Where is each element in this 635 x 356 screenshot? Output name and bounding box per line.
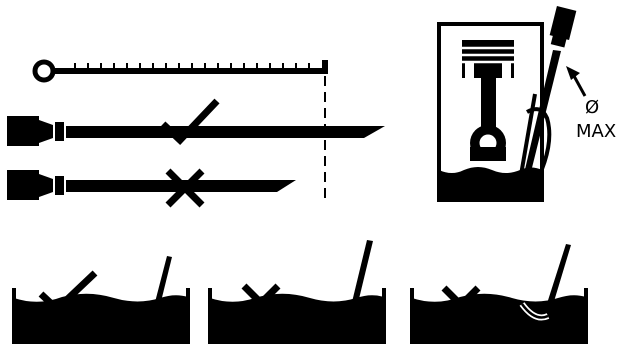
diameter-label: Ø <box>585 97 599 118</box>
oil-level-too-high <box>410 244 588 344</box>
dipstick-blade <box>66 126 385 138</box>
dipstick-band <box>55 122 64 141</box>
dipstick-in-oil <box>345 240 373 332</box>
tape-ticks <box>74 63 310 70</box>
engine-dipstick-panel: Ø MAX <box>437 6 616 202</box>
connecting-rod <box>481 70 496 134</box>
cross-icon <box>241 283 281 323</box>
piston-icon <box>462 40 514 161</box>
max-label: MAX <box>576 121 616 142</box>
oil-level-correct <box>12 256 190 344</box>
dipstick-in-oil <box>543 244 571 318</box>
tape-ring-icon <box>32 59 56 83</box>
max-pointer-arrow <box>566 66 587 97</box>
dipstick-tip-curve-outline <box>520 303 549 319</box>
oil-fill <box>14 293 188 342</box>
dipstick-grip <box>549 6 577 40</box>
check-icon <box>160 98 220 145</box>
tape-end-cap <box>322 60 328 74</box>
measuring-tape <box>32 59 328 83</box>
dipstick-handle <box>7 170 39 200</box>
dipstick-short-wrong <box>7 168 296 208</box>
cross-icon <box>441 285 481 325</box>
dipstick-handle <box>7 116 39 146</box>
oil-level-too-low <box>208 240 386 344</box>
tape-bar <box>52 68 328 74</box>
cross-icon <box>165 168 205 208</box>
dipstick-band <box>55 176 64 195</box>
dipstick-collar <box>39 120 53 143</box>
counterweight <box>470 147 506 161</box>
dipstick-in-oil <box>147 256 172 334</box>
oil-fill <box>412 293 586 342</box>
dipstick-long-correct <box>7 98 385 146</box>
measuring-tape-panel <box>7 59 385 208</box>
check-icon <box>38 270 98 314</box>
dipstick-inserted <box>519 6 577 196</box>
dipstick-collar <box>39 174 53 197</box>
dipstick-tube <box>515 93 552 199</box>
